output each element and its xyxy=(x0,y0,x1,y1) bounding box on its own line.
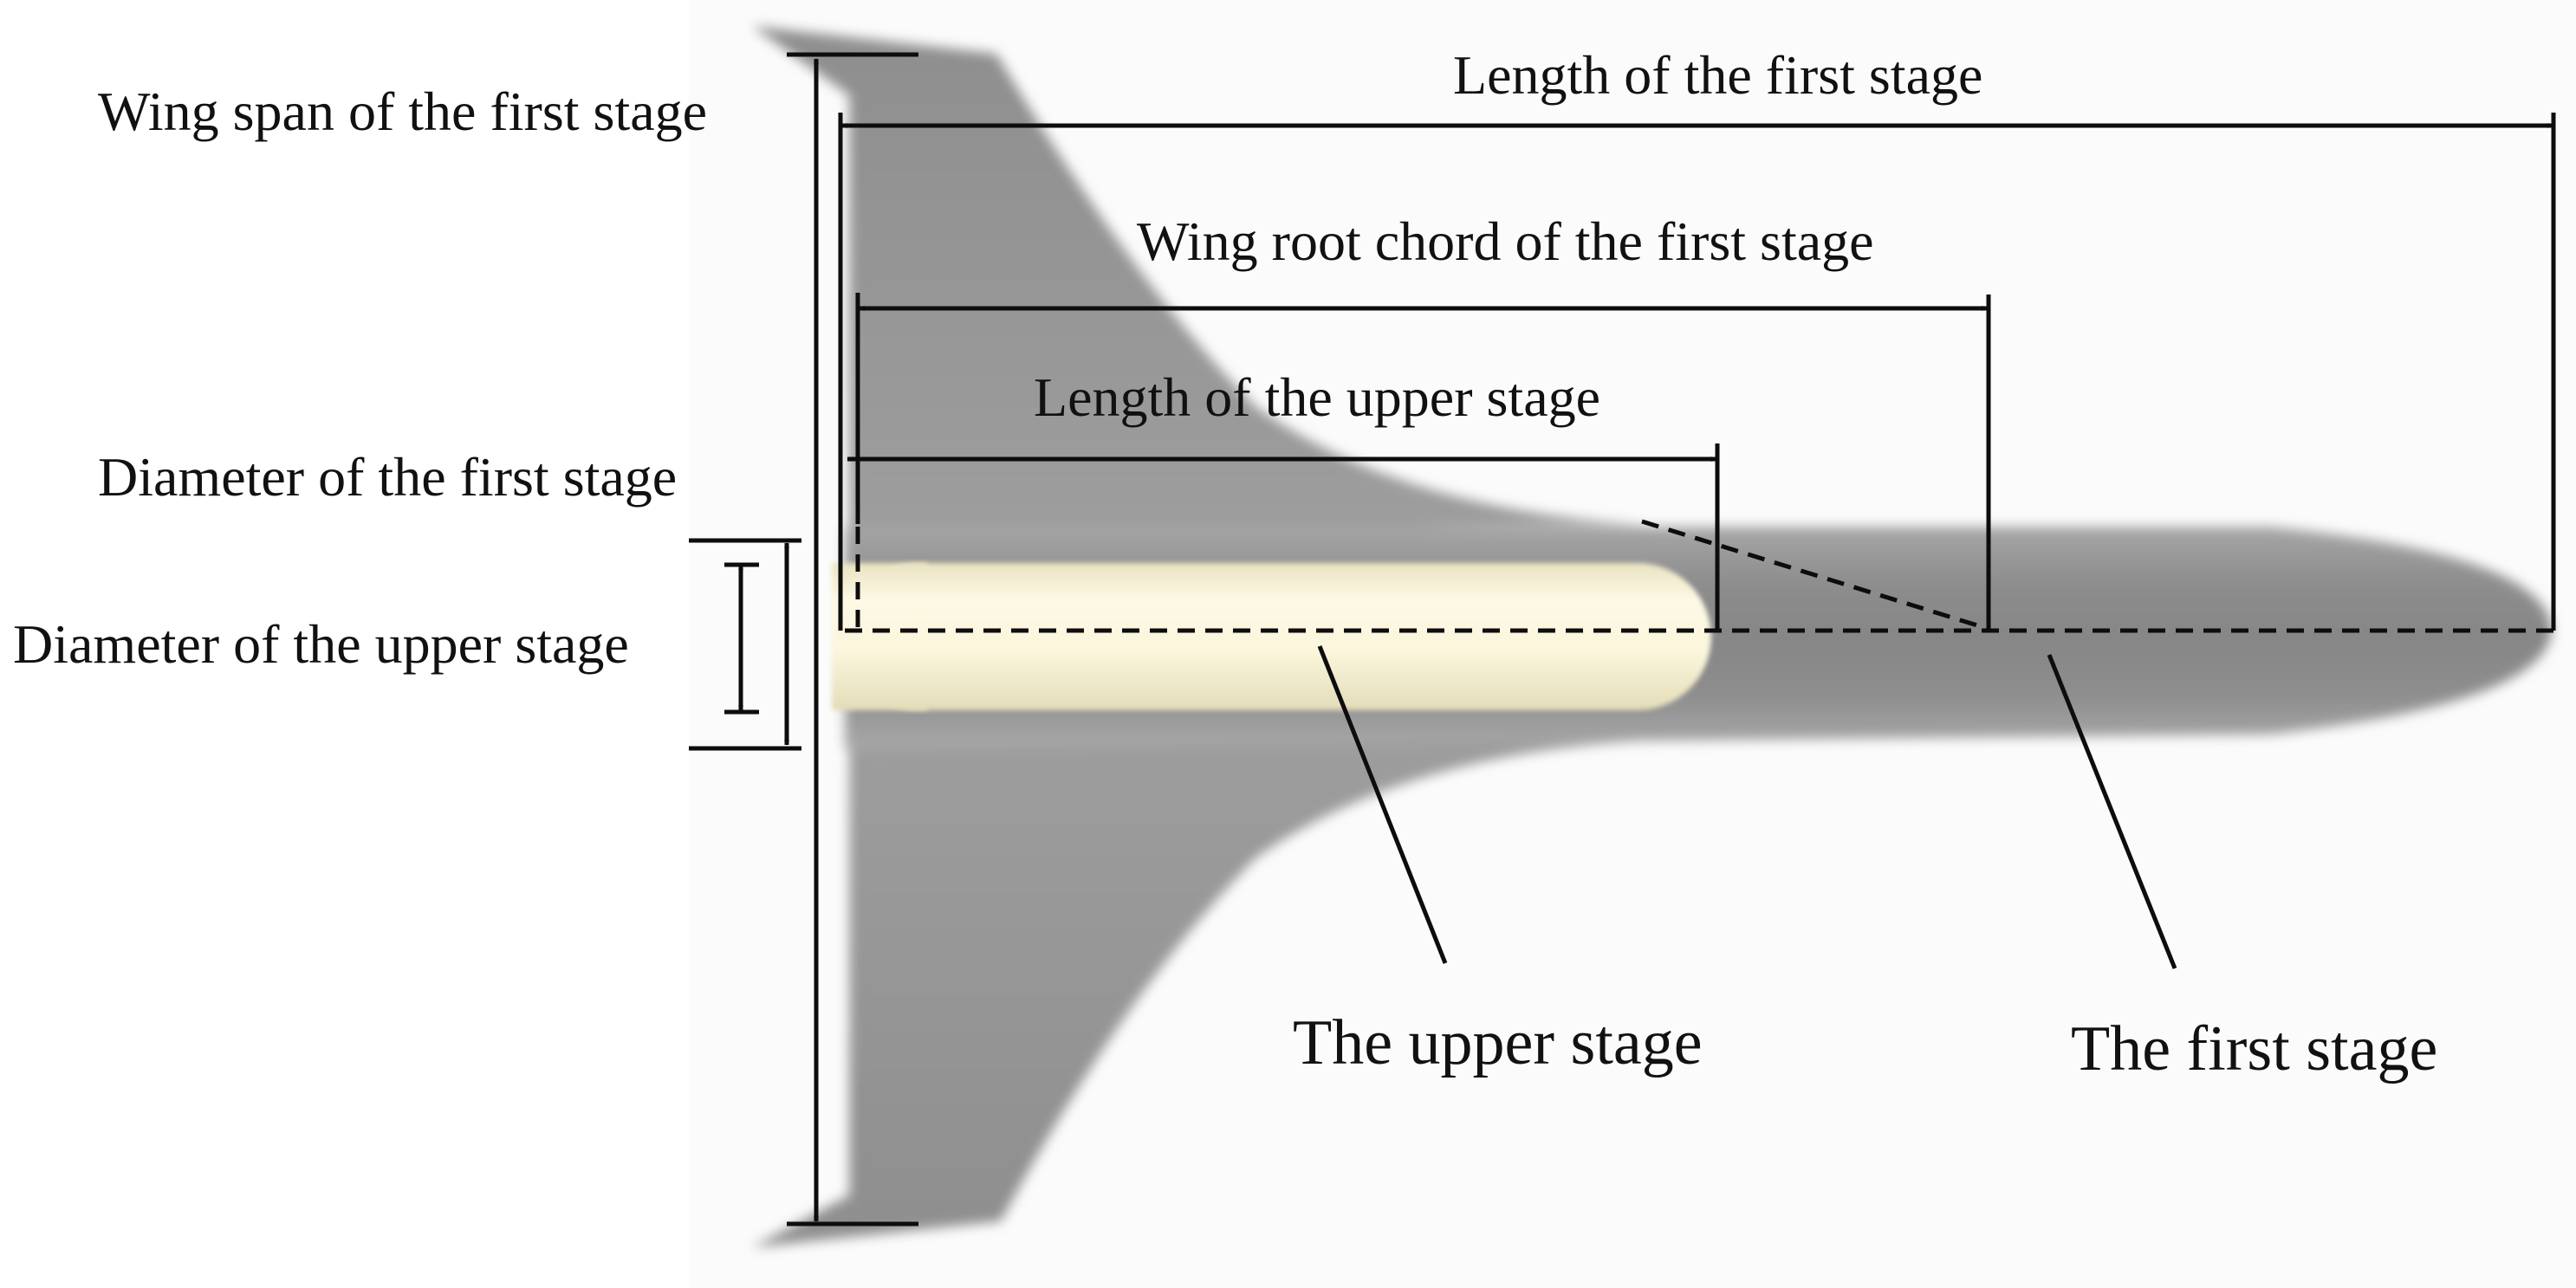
upper-stage-leader xyxy=(1317,645,1448,964)
first-stage-diameter-label: Diameter of the first stage xyxy=(98,446,677,508)
lower-wing xyxy=(752,732,1646,1247)
wing-root-chord-label: Wing root chord of the first stage xyxy=(1137,210,1874,272)
first-stage-label: The first stage xyxy=(2071,1013,2437,1084)
labels: Wing span of the first stage Length of t… xyxy=(13,44,2437,1084)
first-stage-leader xyxy=(2047,654,2177,969)
dimension-lines xyxy=(689,52,2556,1227)
upper-stage-diameter-label: Diameter of the upper stage xyxy=(13,613,629,675)
wing-span-label: Wing span of the first stage xyxy=(98,81,707,142)
upper-wing xyxy=(752,26,1646,533)
upper-stage-label: The upper stage xyxy=(1293,1007,1703,1078)
wing-edge-dashed-extension xyxy=(1641,519,1989,631)
upper-stage-length-label: Length of the upper stage xyxy=(1034,366,1600,428)
upper-stage-body xyxy=(845,563,1711,710)
first-stage-length-label: Length of the first stage xyxy=(1453,44,1982,106)
